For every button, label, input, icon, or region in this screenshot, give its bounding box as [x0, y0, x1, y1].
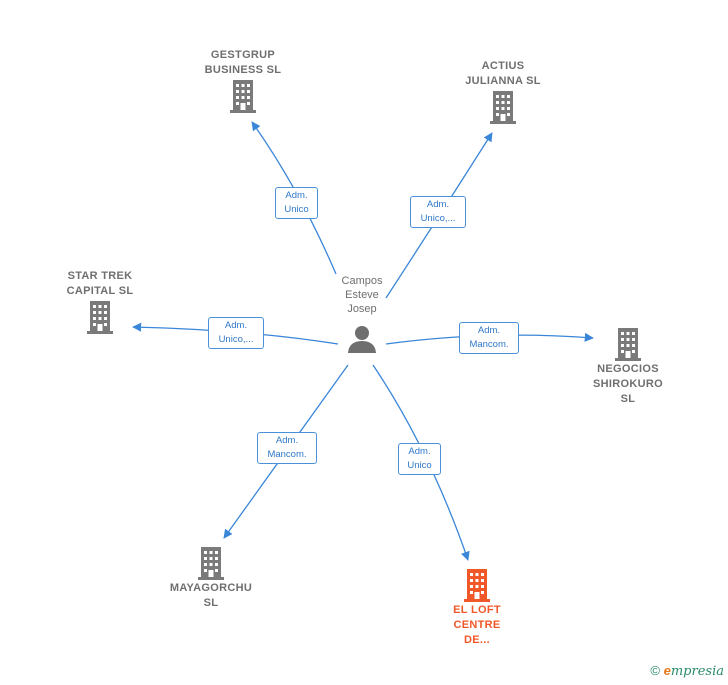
- company-label: EL LOFT CENTRE DE...: [453, 604, 501, 646]
- company-label: NEGOCIOS SHIROKURO SL: [593, 363, 663, 405]
- company-node-mayagorchu[interactable]: MAYAGORCHU SL: [156, 545, 266, 611]
- building-icon: [198, 547, 224, 580]
- person-name: Campos Esteve Josep: [341, 275, 383, 315]
- company-label: ACTIUS JULIANNA SL: [465, 60, 541, 87]
- brand-logo-text: mpresia: [670, 664, 724, 679]
- company-node-elloft[interactable]: EL LOFT CENTRE DE...: [422, 567, 532, 648]
- role-label-mayagorchu[interactable]: Adm. Mancom.: [257, 432, 317, 464]
- building-icon: [87, 301, 113, 334]
- person-icon: [348, 326, 376, 353]
- brand-footer: © empresia: [650, 663, 724, 679]
- building-icon: [615, 328, 641, 361]
- copyright-symbol: ©: [650, 663, 660, 678]
- company-label: MAYAGORCHU SL: [169, 582, 253, 609]
- company-node-gestgrup[interactable]: GESTGRUP BUSINESS SL: [188, 48, 298, 114]
- building-icon: [464, 569, 490, 602]
- building-icon: [490, 91, 516, 124]
- role-label-startrek[interactable]: Adm. Unico,...: [208, 317, 264, 349]
- company-label: STAR TREK CAPITAL SL: [66, 270, 134, 297]
- company-node-negocios[interactable]: NEGOCIOS SHIROKURO SL: [573, 326, 683, 407]
- brand-logo-e: e: [663, 663, 671, 678]
- role-label-gestgrup[interactable]: Adm. Unico: [275, 187, 318, 219]
- role-label-actius[interactable]: Adm. Unico,...: [410, 196, 466, 228]
- role-label-elloft[interactable]: Adm. Unico: [398, 443, 441, 475]
- company-node-startrek[interactable]: STAR TREK CAPITAL SL: [45, 269, 155, 335]
- building-icon: [230, 80, 256, 113]
- role-label-negocios[interactable]: Adm. Mancom.: [459, 322, 519, 354]
- company-node-actius[interactable]: ACTIUS JULIANNA SL: [448, 59, 558, 125]
- company-label: GESTGRUP BUSINESS SL: [204, 49, 282, 76]
- person-node[interactable]: Campos Esteve Josep: [322, 274, 402, 354]
